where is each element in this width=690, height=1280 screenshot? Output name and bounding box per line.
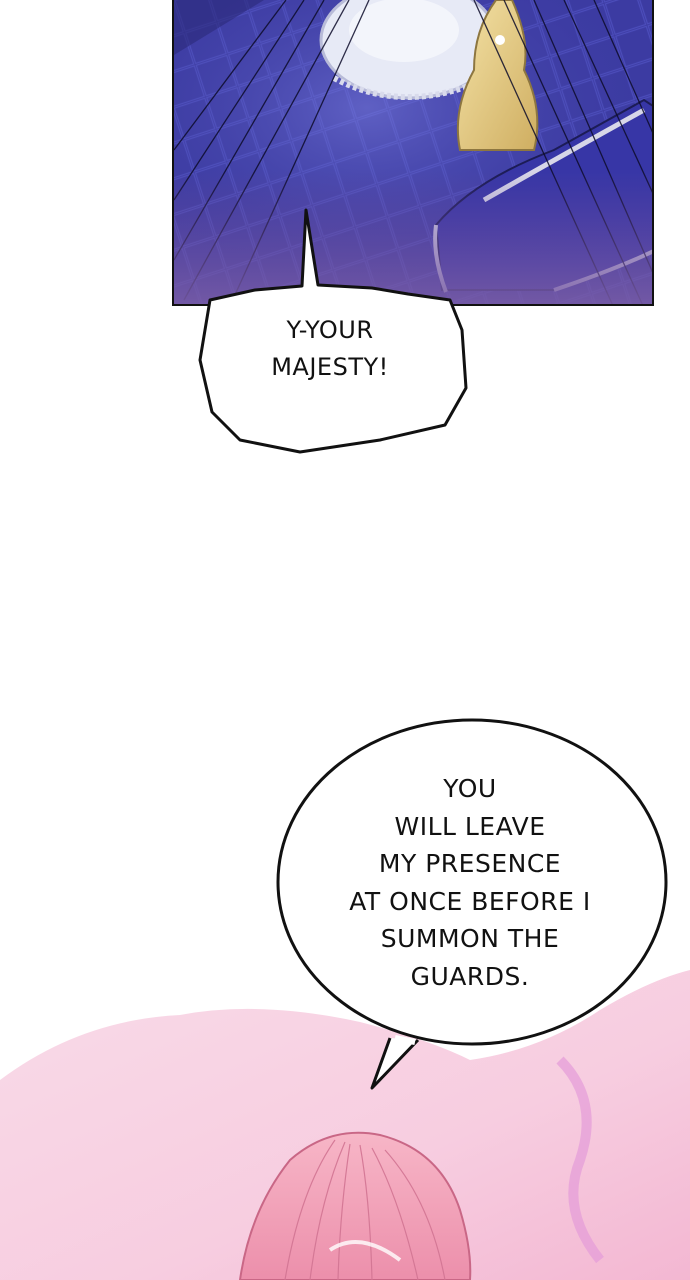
pink-wash <box>0 970 690 1280</box>
pink-hair-art <box>0 970 690 1280</box>
throne-room-art <box>174 0 652 304</box>
speech-text-2: YOU WILL LEAVE MY PRESENCE AT ONCE BEFOR… <box>349 774 591 991</box>
speech-text-1: Y-YOUR MAJESTY! <box>271 316 389 381</box>
pink-hair <box>238 1131 472 1280</box>
throne-room-panel <box>172 0 654 306</box>
